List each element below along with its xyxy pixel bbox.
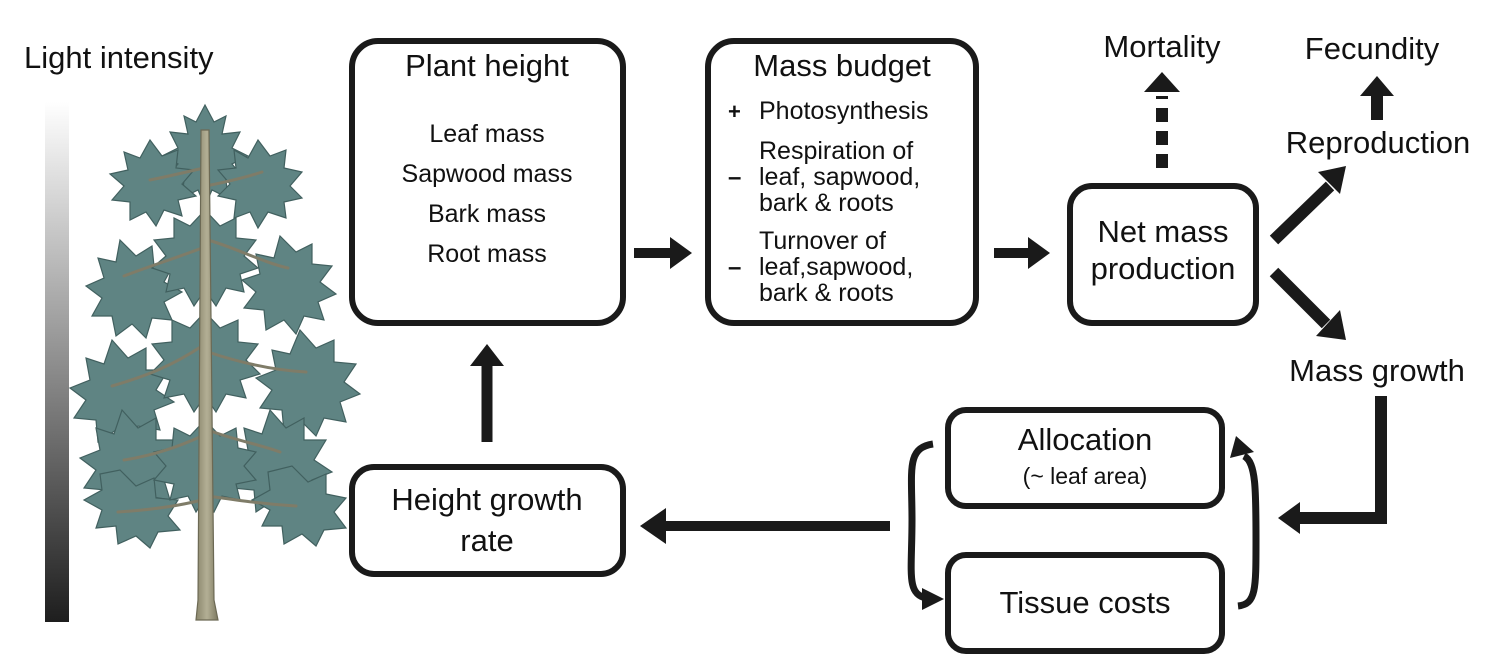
mass-budget-box: Mass budget + Photosynthesis – Respirati… [705,38,979,326]
tree-foliage [68,103,362,549]
height-growth-line-2: rate [460,523,513,558]
minus-sign-turnover: – [728,254,741,281]
arrow-growth-to-height [470,344,504,442]
respiration-line-2: leaf, sapwood, [759,163,920,191]
arrow-mass-growth-to-allocation [1278,396,1387,534]
turnover-line-3: bark & roots [759,279,894,307]
tree-trunk [195,129,219,621]
arrow-net-to-mass-growth [1269,267,1346,340]
respiration-line-1: Respiration of [759,137,913,165]
mass-budget-title: Mass budget [753,48,931,83]
tissue-costs-title: Tissue costs [999,585,1170,620]
mass-growth-label: Mass growth [1289,353,1465,388]
turnover-line-2: leaf,sapwood, [759,253,913,281]
mortality-label: Mortality [1103,29,1221,64]
net-mass-production-box: Net mass production [1067,183,1259,326]
arrow-to-mortality [1144,72,1180,168]
reproduction-label: Reproduction [1286,125,1470,160]
arrow-to-height-growth [640,508,890,544]
root-mass-item: Root mass [427,240,546,268]
turnover-line-1: Turnover of [759,227,886,255]
allocation-subtitle: (~ leaf area) [1023,463,1148,489]
photosynthesis-text: Photosynthesis [759,97,929,125]
light-intensity-label: Light intensity [24,40,214,75]
allocation-title: Allocation [1018,422,1152,457]
minus-sign-respiration: – [728,164,741,191]
sapwood-mass-item: Sapwood mass [402,160,573,188]
arrow-to-fecundity [1360,76,1394,120]
net-mass-line-2: production [1091,251,1236,286]
plus-sign: + [728,99,741,124]
plant-height-box: Plant height Leaf mass Sapwood mass Bark… [349,38,626,326]
bark-mass-item: Bark mass [428,200,546,228]
tree-branches [110,166,308,514]
leaf-mass-item: Leaf mass [429,120,544,148]
arrow-budget-to-net [994,237,1050,269]
plant-height-title: Plant height [405,48,569,83]
tree-illustration [68,103,362,621]
loop-arrow-left [907,440,944,610]
height-growth-line-1: Height growth [391,482,582,517]
light-intensity-gradient-bar [45,102,69,622]
arrow-net-to-reproduction [1269,166,1346,245]
tissue-costs-box: Tissue costs [945,552,1225,654]
fecundity-label: Fecundity [1305,31,1440,66]
height-growth-rate-box: Height growth rate [349,464,626,577]
respiration-line-3: bark & roots [759,189,894,217]
arrow-height-to-budget [634,237,692,269]
allocation-box: Allocation (~ leaf area) [945,407,1225,509]
loop-arrow-right [1230,436,1260,610]
net-mass-line-1: Net mass [1098,214,1229,249]
